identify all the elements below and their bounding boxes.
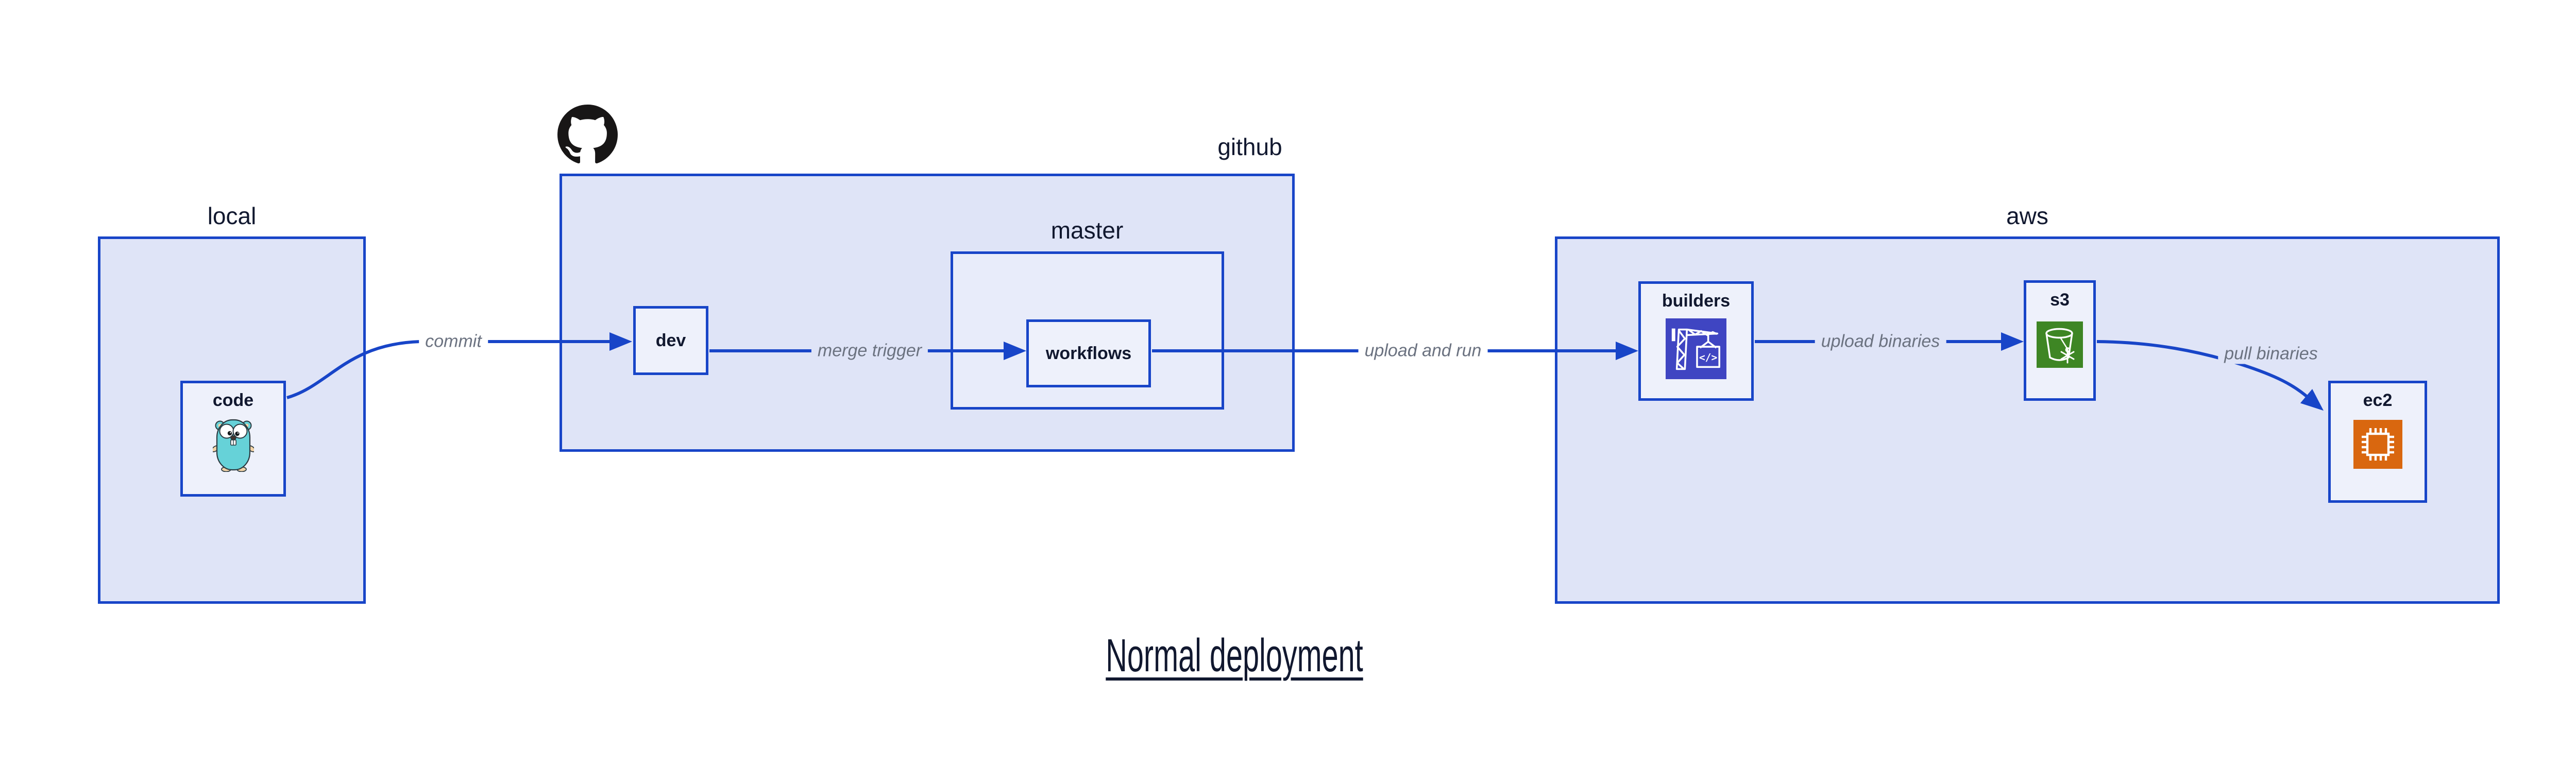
workflows-node-label: workflows — [1045, 343, 1132, 363]
svg-text:</>: </> — [1699, 352, 1718, 364]
ec2-node-box: ec2 — [2328, 381, 2427, 503]
builders-node-label: builders — [1662, 291, 1731, 311]
workflows-node-box: workflows — [1026, 319, 1151, 387]
code-node-label: code — [212, 390, 254, 410]
github-group-label: github — [1217, 133, 1282, 160]
dev-node-box: dev — [633, 306, 708, 375]
build-crane-icon: </> — [1666, 318, 1726, 379]
go-gopher-icon — [211, 418, 256, 472]
commit-edge-label: commit — [419, 331, 488, 352]
master-group-label: master — [1050, 217, 1124, 244]
upload-binaries-edge-label: upload binaries — [1815, 331, 1946, 352]
s3-bucket-icon — [2037, 321, 2083, 368]
aws-group-label: aws — [2006, 202, 2048, 229]
local-group-label: local — [207, 202, 257, 229]
s3-node-label: s3 — [2050, 290, 2070, 310]
builders-node-box: builders </> — [1638, 281, 1754, 401]
pull-binaries-edge-label: pull binaries — [2218, 344, 2324, 364]
dev-node-label: dev — [655, 330, 686, 350]
merge-trigger-edge-label: merge trigger — [811, 341, 928, 361]
ec2-node-label: ec2 — [2363, 390, 2393, 410]
github-octocat-icon — [557, 105, 618, 164]
code-node-box: code — [180, 381, 286, 497]
diagram-title: Normal deployment — [1106, 630, 1363, 682]
ec2-chip-icon — [2353, 420, 2402, 469]
s3-node-box: s3 — [2024, 280, 2096, 401]
upload-and-run-edge-label: upload and run — [1358, 341, 1488, 361]
